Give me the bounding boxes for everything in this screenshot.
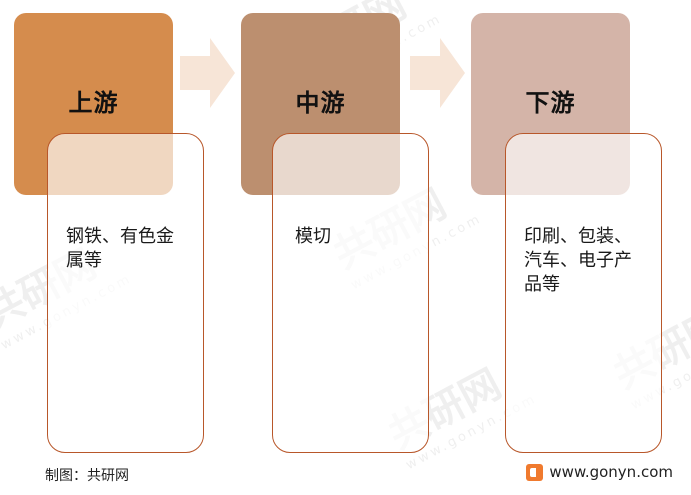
chart-credit: 制图：共研网 [45, 468, 129, 484]
site-footer: www.gonyn.com [526, 463, 673, 481]
stage-detail-text: 模切 [295, 226, 331, 247]
site-url: www.gonyn.com [549, 463, 673, 481]
stage-detail-card: 印刷、包装、汽车、电子产品等 [505, 133, 662, 453]
stage-title: 中游 [295, 89, 346, 117]
flow-arrow-icon [410, 38, 465, 108]
stage-detail-card: 钢铁、有色金属等 [47, 133, 204, 453]
stage-detail-text: 印刷、包装、汽车、电子产品等 [524, 226, 632, 295]
stage-title: 上游 [68, 89, 119, 117]
stage-detail-text: 钢铁、有色金属等 [66, 226, 174, 271]
stage-detail-card: 模切 [272, 133, 429, 453]
gonyn-logo-icon [526, 463, 544, 481]
flow-arrow-icon [180, 38, 235, 108]
stage-title: 下游 [525, 89, 576, 117]
